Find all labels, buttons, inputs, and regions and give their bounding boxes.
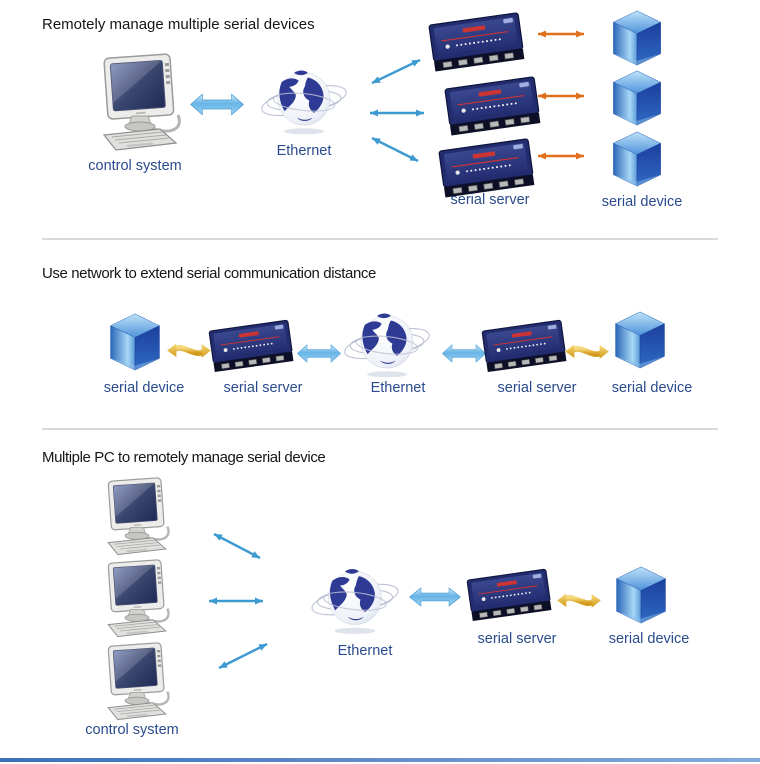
gold-curved-double-arrow-icon <box>564 340 610 363</box>
section-divider <box>42 428 718 430</box>
serial-device-label: serial device <box>608 631 690 647</box>
section3-title: Multiple PC to remotely manage serial de… <box>42 449 326 466</box>
thin-blue-double-arrow-icon <box>370 109 424 117</box>
ethernet-globe-icon <box>254 58 354 140</box>
thin-blue-double-arrow-icon <box>218 642 268 670</box>
section1-title: Remotely manage multiple serial devices <box>42 16 315 33</box>
section-divider <box>42 238 718 240</box>
thick-blue-double-arrow-icon <box>408 586 462 608</box>
thin-blue-double-arrow-icon <box>371 58 421 85</box>
control-system-label: control system <box>88 158 182 174</box>
ethernet-label: Ethernet <box>276 143 332 159</box>
serial-device-cube-icon <box>610 131 664 187</box>
ethernet-globe-icon <box>337 305 437 379</box>
thick-blue-double-arrow-icon <box>441 343 487 364</box>
serial-server-label: serial server <box>497 380 577 396</box>
serial-server-icon <box>443 73 545 140</box>
ethernet-label: Ethernet <box>337 643 393 659</box>
desktop-computer-icon <box>96 642 178 722</box>
serial-device-cube-icon <box>610 10 664 66</box>
serial-server-icon <box>427 9 529 76</box>
thin-blue-double-arrow-icon <box>213 532 261 560</box>
serial-device-label: serial device <box>103 380 185 396</box>
ethernet-globe-icon <box>302 562 408 634</box>
thin-orange-double-arrow-icon <box>538 152 584 160</box>
thin-blue-double-arrow-icon <box>209 597 263 605</box>
serial-device-cube-icon <box>613 566 669 624</box>
footer-accent-bar <box>0 758 760 762</box>
gold-curved-double-arrow-icon <box>166 339 212 362</box>
thick-blue-double-arrow-icon <box>296 343 342 364</box>
serial-device-label: serial device <box>611 380 693 396</box>
desktop-computer-icon <box>96 477 178 557</box>
serial-device-cube-icon <box>610 70 664 126</box>
serial-server-label: serial server <box>223 380 303 396</box>
serial-server-label: serial server <box>477 631 557 647</box>
thick-blue-double-arrow-icon <box>189 92 245 117</box>
serial-server-icon <box>480 315 570 376</box>
desktop-computer-icon <box>90 52 190 154</box>
desktop-computer-icon <box>96 559 178 639</box>
thin-blue-double-arrow-icon <box>371 136 419 163</box>
serial-device-cube-icon <box>612 311 668 369</box>
control-system-label: control system <box>85 722 179 738</box>
serial-device-label: serial device <box>601 194 683 210</box>
serial-server-label: serial server <box>450 192 530 208</box>
ethernet-label: Ethernet <box>370 380 426 396</box>
thin-orange-double-arrow-icon <box>538 30 584 38</box>
gold-curved-double-arrow-icon <box>556 589 602 612</box>
section2-title: Use network to extend serial communicati… <box>42 265 376 282</box>
serial-device-cube-icon <box>107 313 163 371</box>
serial-server-icon <box>465 563 555 626</box>
serial-server-icon <box>207 315 297 376</box>
thin-orange-double-arrow-icon <box>538 92 584 100</box>
